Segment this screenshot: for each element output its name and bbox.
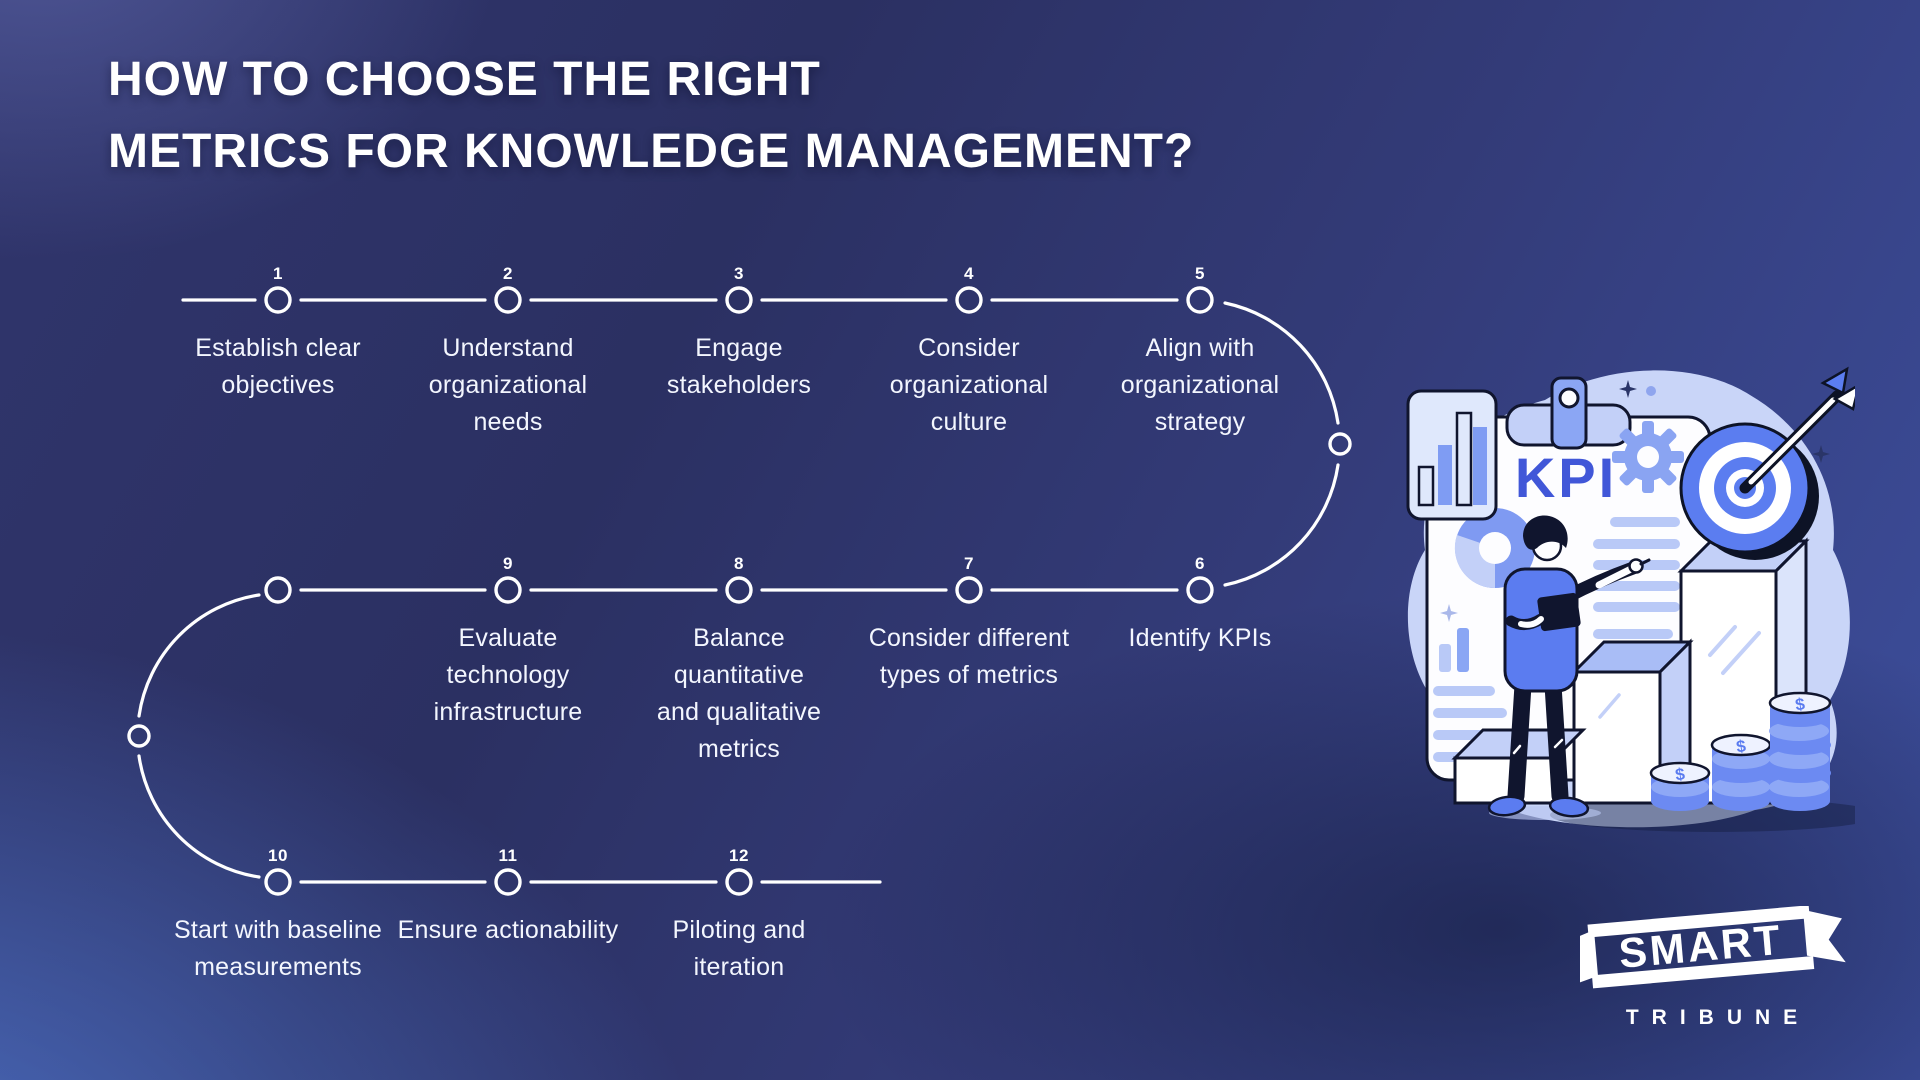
step-number: 1 [273, 264, 283, 283]
target-icon [1679, 366, 1855, 560]
node-step-6 [1186, 576, 1214, 604]
timeline-nodes [127, 286, 1352, 896]
timeline-connectors [137, 298, 1340, 884]
node-connector-right [1328, 432, 1352, 456]
step-number: 11 [498, 846, 518, 865]
node-step-2 [494, 286, 522, 314]
coin-stacks: $ $ $ [1649, 691, 1832, 811]
step-number: 6 [1195, 554, 1205, 573]
page-title-line2: METRICS FOR KNOWLEDGE MANAGEMENT? [108, 125, 1195, 178]
node-step-10 [264, 868, 292, 896]
node-step-11 [494, 868, 522, 896]
svg-text:$: $ [1674, 764, 1687, 784]
node-step-5 [1186, 286, 1214, 314]
node-step-8 [725, 576, 753, 604]
step-label: Piloting and iteration [672, 916, 806, 981]
svg-text:$: $ [1735, 736, 1748, 756]
sparkle-icons [1440, 380, 1830, 622]
step-label: Evaluate technology infrastructure [433, 624, 583, 726]
person-holding-arm [1505, 613, 1547, 630]
step-label: Engage stakeholders [666, 334, 812, 399]
smart-tribune-logo: SMART TRIBUNE [1580, 906, 1846, 1029]
step-label: Consider different types of metrics [868, 624, 1070, 689]
step-number: 5 [1195, 264, 1205, 283]
step-label: Align with organizational strategy [1120, 334, 1280, 436]
cube-block [1570, 638, 1694, 807]
node-step-7 [955, 576, 983, 604]
step-label: Establish clear objectives [195, 334, 361, 399]
tablet [1537, 592, 1581, 632]
step-label: Consider organizational culture [889, 334, 1049, 436]
page-title: HOW TO CHOOSE THE RIGHT METRICS FOR KNOW… [108, 44, 1194, 188]
donut-chart-icon [1454, 508, 1535, 589]
step-label: Start with baseline measurements [173, 916, 383, 981]
person-figure [1487, 515, 1651, 820]
step-number: 8 [734, 554, 744, 573]
node-step-4 [955, 286, 983, 314]
coin-stack-tall: $ [1768, 691, 1832, 811]
coin-stack-small: $ [1649, 761, 1711, 811]
person-shoes [1487, 795, 1590, 818]
step-label: Ensure actionability [397, 916, 619, 944]
person-torso [1503, 567, 1579, 693]
coin-stack-medium: $ [1710, 733, 1772, 811]
step-label: Balance quantitative and qualitative met… [656, 624, 822, 763]
step-label: Identify KPIs [1128, 624, 1272, 652]
node-connector-row2-left [264, 576, 292, 604]
dart-icon [1739, 366, 1855, 494]
step-label: Understand organizational needs [428, 334, 588, 436]
gear-icon [1612, 421, 1684, 493]
logo-ribbon: SMART [1580, 906, 1846, 990]
person-hair [1523, 515, 1568, 550]
kpi-label: KPI [1515, 446, 1617, 509]
kpi-illustration: KPI [1406, 366, 1855, 832]
logo-subbrand-text: TRIBUNE [1626, 1006, 1810, 1029]
step-number: 3 [734, 264, 744, 283]
node-step-3 [725, 286, 753, 314]
step-number: 9 [503, 554, 513, 573]
clipboard-clip-hole [1558, 387, 1580, 409]
page-title-line1: HOW TO CHOOSE THE RIGHT [108, 53, 821, 106]
step-number: 7 [964, 554, 974, 573]
step-number: 10 [268, 846, 288, 865]
node-step-12 [725, 868, 753, 896]
bar-chart-card [1406, 389, 1498, 521]
node-connector-left [127, 724, 151, 748]
svg-text:$: $ [1794, 694, 1807, 714]
step-number: 2 [503, 264, 513, 283]
step-number: 4 [964, 264, 974, 283]
node-step-1 [264, 286, 292, 314]
step-number: 12 [729, 846, 749, 865]
node-step-9 [494, 576, 522, 604]
